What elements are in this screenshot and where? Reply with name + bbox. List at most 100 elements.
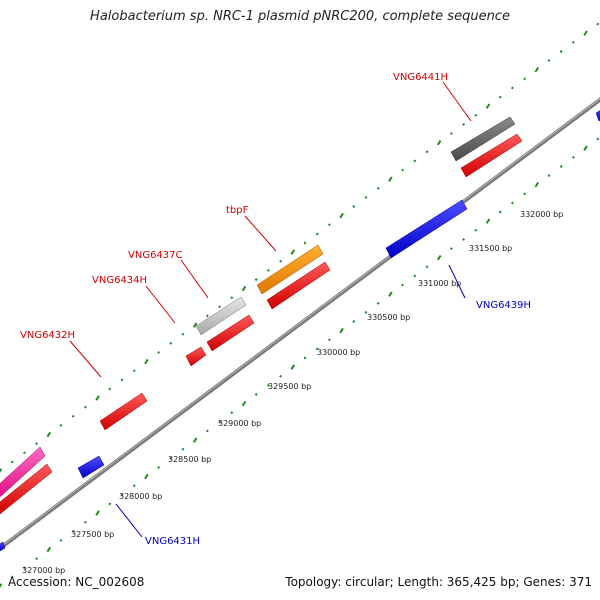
- lower-track-tick: [425, 265, 429, 269]
- label-vng6439h[interactable]: VNG6439H: [476, 300, 531, 311]
- topology-stats: Topology: circular; Length: 365,425 bp; …: [285, 575, 592, 589]
- upper-track-tick: [425, 150, 429, 154]
- upper-track-tick: [327, 223, 331, 227]
- upper-track-tick: [254, 278, 258, 281]
- lower-track-tick: [376, 301, 380, 305]
- lower-track-tick: [71, 529, 75, 533]
- bp-label: 329500 bp: [268, 382, 311, 391]
- backbone-line: [0, 97, 600, 551]
- upper-track-tick: [157, 351, 161, 354]
- lower-track-tick: [46, 546, 52, 553]
- lower-track-tick: [169, 456, 173, 460]
- upper-track-tick: [596, 22, 600, 26]
- upper-track-tick: [462, 123, 466, 126]
- gene-red-6437-pair[interactable]: [206, 314, 255, 352]
- upper-track-tick: [510, 86, 514, 90]
- lower-track-tick: [205, 429, 209, 433]
- upper-track-tick: [290, 249, 296, 255]
- upper-track-tick: [583, 30, 588, 36]
- gene-tbpf[interactable]: [256, 244, 324, 295]
- upper-track-tick: [46, 431, 52, 438]
- gene-features: [0, 108, 600, 552]
- lower-track-tick: [462, 238, 466, 241]
- gene-vng6441h-dark[interactable]: [450, 116, 516, 162]
- lower-track-tick: [413, 274, 417, 278]
- backbone-highlight: [0, 98, 600, 548]
- upper-track-tick: [108, 387, 112, 391]
- bp-label: 328500 bp: [168, 455, 211, 464]
- gene-vng6437c[interactable]: [195, 296, 247, 336]
- gene-blue-right-edge[interactable]: [595, 108, 600, 122]
- upper-track-tick: [352, 205, 356, 208]
- gene-vng6439h[interactable]: [385, 199, 468, 259]
- label-vng6434h[interactable]: VNG6434H: [92, 275, 147, 286]
- gene-red-6441-pair[interactable]: [460, 133, 523, 178]
- upper-track-tick: [279, 259, 283, 263]
- gene-red-left[interactable]: [0, 463, 53, 515]
- upper-track-tick: [498, 95, 502, 99]
- upper-track-tick: [218, 305, 222, 309]
- label-vng6431h[interactable]: VNG6431H: [145, 536, 200, 547]
- label-tbpf[interactable]: tbpF: [226, 205, 249, 216]
- map-title: Halobacterium sp. NRC-1 plasmid pNRC200,…: [90, 9, 510, 24]
- label-vng6437c[interactable]: VNG6437C: [128, 250, 183, 261]
- lower-track-tick: [230, 411, 234, 415]
- upper-track-tick: [0, 468, 3, 473]
- lower-track-tick: [0, 583, 3, 588]
- lower-track-tick: [95, 510, 100, 516]
- upper-track-tick: [83, 405, 87, 409]
- gene-red-tbpf-pair[interactable]: [266, 261, 331, 310]
- lower-track-tick: [485, 218, 491, 224]
- bp-label: 328000 bp: [119, 492, 162, 501]
- lower-track-tick: [315, 347, 319, 351]
- lower-track-tick: [388, 291, 393, 297]
- upper-track-tick: [388, 176, 393, 182]
- upper-track-tick: [376, 186, 380, 190]
- callout-lines: [69, 81, 472, 538]
- lower-track-tick: [327, 338, 331, 342]
- upper-track-tick: [474, 113, 478, 117]
- lower-track-tick: [22, 566, 26, 570]
- gene-vng6434h[interactable]: [185, 346, 207, 367]
- lower-track-tick: [559, 165, 563, 168]
- gene-vng6432h[interactable]: [99, 392, 148, 431]
- accession-text: Accession: NC_002608: [8, 575, 145, 589]
- lower-track-tick: [401, 283, 405, 287]
- lower-track-tick: [474, 228, 478, 232]
- lower-track-tick: [547, 174, 551, 178]
- lower-track-tick: [523, 192, 527, 196]
- bp-label: 329000 bp: [218, 419, 261, 428]
- upper-track-tick: [547, 59, 551, 63]
- upper-track-tick: [35, 442, 39, 446]
- upper-track-tick: [315, 232, 319, 236]
- upper-track-tick: [401, 168, 405, 172]
- upper-track-tick: [169, 341, 173, 345]
- gene-blue-left-edge[interactable]: [0, 541, 6, 552]
- gene-pink-left[interactable]: [0, 446, 46, 498]
- lower-track-tick: [303, 356, 307, 360]
- label-vng6432h[interactable]: VNG6432H: [20, 330, 75, 341]
- lower-track-tick: [144, 473, 149, 480]
- gene-vng6431h[interactable]: [77, 455, 105, 479]
- lower-track-tick: [571, 155, 575, 159]
- upper-track-tick: [71, 414, 75, 418]
- lower-track-tick: [290, 364, 296, 370]
- label-vng6441h[interactable]: VNG6441H: [393, 72, 448, 83]
- upper-track-tick: [534, 66, 540, 73]
- upper-track-tick: [120, 378, 124, 382]
- lower-track-tick: [181, 447, 185, 451]
- lower-track-tick: [192, 437, 198, 443]
- lower-dotted-track: [0, 137, 600, 588]
- upper-dotted-track: [0, 22, 600, 473]
- upper-track-tick: [413, 159, 417, 163]
- bp-label: 330500 bp: [367, 313, 410, 322]
- lower-track-tick: [108, 502, 112, 506]
- upper-track-tick: [436, 139, 442, 146]
- lower-track-tick: [254, 393, 258, 396]
- lower-track-tick: [132, 484, 136, 488]
- lower-track-tick: [10, 575, 14, 579]
- upper-track-tick: [303, 241, 307, 245]
- upper-track-tick: [144, 358, 149, 365]
- upper-track-tick: [559, 50, 563, 53]
- lower-track-tick: [83, 520, 87, 524]
